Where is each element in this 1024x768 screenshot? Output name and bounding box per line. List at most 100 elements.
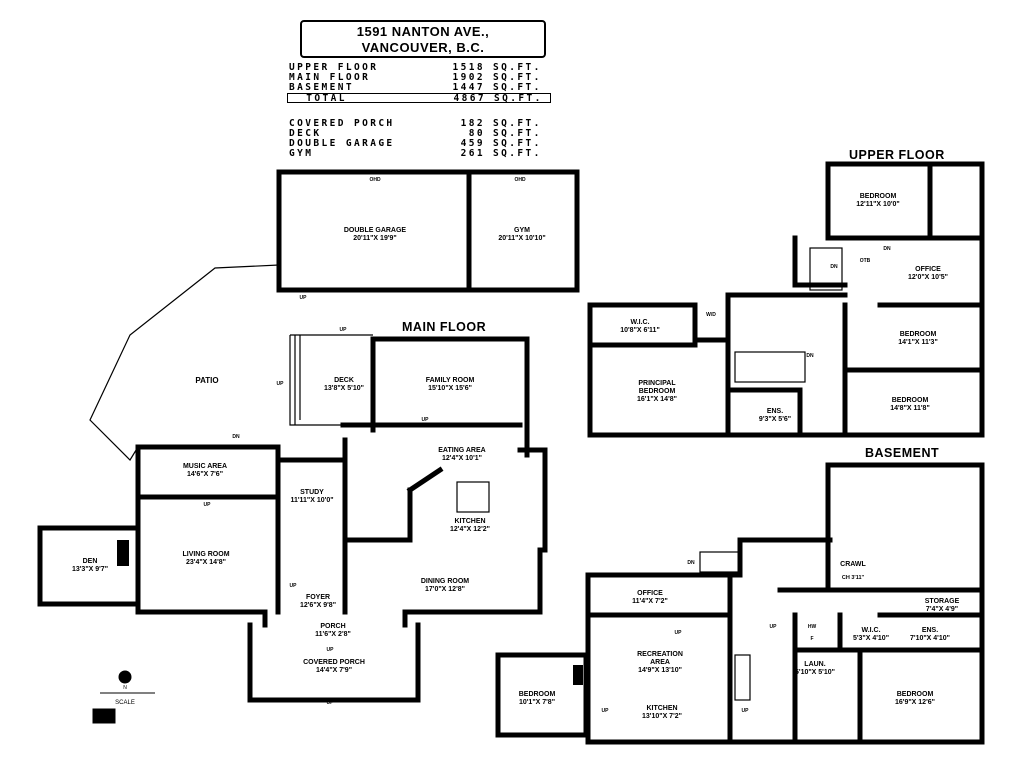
tag-up-basement4: UP [742,708,750,714]
room-covered-porch-name: COVERED PORCH [303,659,365,666]
room-porch-dims: 11'6"X 2'8" [315,631,351,638]
room-eating-dims: 12'4"X 10'1" [442,455,482,462]
tag-up-basement2: UP [770,624,778,630]
room-laundry-dims: 5'10"X 5'10" [795,669,835,676]
room-covered-porch-dims: 14'4"X 7'9" [316,667,352,674]
room-storage-name: STORAGE [925,598,960,605]
north-label: N [123,685,127,691]
room-laundry-name: LAUN. [804,661,825,668]
room-upper-bedroom3-dims: 14'8"X 11'8" [890,405,930,412]
room-basement-kitchen-dims: 13'10"X 7'2" [642,713,682,720]
room-upper-ens-dims: 9'3"X 5'6" [759,416,791,423]
main-floor-label: MAIN FLOOR [402,320,487,334]
room-principal-dims: 16'1"X 14'8" [637,396,677,403]
upper-floor-walls [587,161,985,438]
room-study-dims: 11'11"X 10'0" [290,497,333,504]
tag-f: F [810,636,813,642]
room-den-name: DEN [83,558,98,565]
room-garage-dims: 20'11"X 19'9" [353,235,396,242]
compass-scale: N SCALE [92,670,155,724]
tag-up-patio: UP [277,381,285,387]
room-basement-ens-dims: 7'10"X 4'10" [910,635,950,642]
upper-floor-label: UPPER FLOOR [849,148,945,162]
room-upper-wic-dims: 10'8"X 6'11" [620,327,660,334]
tag-up-porch: UP [327,647,335,653]
tag-dn-upper3: DN [806,353,814,359]
basement-walls [495,462,985,745]
room-upper-wic-name: W.I.C. [630,319,649,326]
room-recreation-dims: 14'9"X 13'10" [638,667,682,674]
room-gym-dims: 20'11"X 10'10" [498,235,545,242]
fireplace-den [117,540,129,566]
tag-ohd-gym: OHD [514,177,526,183]
room-deck-dims: 13'8"X 5'10" [324,385,364,392]
address-line-2: VANCOUVER, B.C. [361,40,485,55]
room-basement-bedroom2-name: BEDROOM [897,691,934,698]
tag-dn-patio: DN [232,434,240,440]
room-upper-bedroom1-dims: 12'11"X 10'0" [856,201,899,208]
room-kitchen-name: KITCHEN [454,518,485,525]
room-basement-bedroom1-name: BEDROOM [519,691,556,698]
room-basement-wic-dims: 5'3"X 4'10" [853,635,889,642]
fireplace-basement [573,665,583,685]
room-basement-bedroom1-dims: 10'1"X 7'8" [519,699,555,706]
room-basement-office-name: OFFICE [637,590,663,597]
room-recreation-name2: AREA [650,659,670,666]
room-basement-bedroom2-dims: 16'9"X 12'6" [895,699,935,706]
garage-walls [276,169,580,293]
room-crawl-dims: CH 3'11" [842,575,865,581]
room-basement-wic-name: W.I.C. [861,627,880,634]
scale-label: SCALE [115,700,135,706]
room-eating-name: EATING AREA [438,447,485,454]
room-patio-name: PATIO [195,376,218,385]
room-upper-office-dims: 12'0"X 10'5" [908,274,948,281]
room-living-dims: 23'4"X 14'8" [186,559,226,566]
room-basement-office-dims: 11'4"X 7'2" [632,598,668,605]
room-garage-name: DOUBLE GARAGE [344,227,407,234]
tag-hw: HW [808,624,817,630]
tag-ohd-garage: OHD [369,177,381,183]
room-basement-ens-name: ENS. [922,627,938,634]
tag-up-deck: UP [340,327,348,333]
room-basement-kitchen-name: KITCHEN [646,705,677,712]
tag-dn-basement: DN [687,560,695,566]
tag-otb: OTB [860,258,871,264]
room-upper-bedroom1-name: BEDROOM [860,193,897,200]
tag-up-basement3: UP [602,708,610,714]
room-family-name: FAMILY ROOM [426,377,475,384]
room-gym-name: GYM [514,227,530,234]
room-den-dims: 13'3"X 9'7" [72,566,108,573]
room-study-name: STUDY [300,489,324,496]
room-foyer-dims: 12'6"X 9'8" [300,602,336,609]
room-music-dims: 14'6"X 7'6" [187,471,223,478]
room-upper-bedroom2-name: BEDROOM [900,331,937,338]
room-dining-dims: 17'0"X 12'8" [425,586,465,593]
room-family-dims: 15'10"X 15'6" [428,385,472,392]
room-principal-name: PRINCIPAL [638,380,676,387]
tag-dn-upper: DN [883,246,891,252]
room-storage-dims: 7'4"X 4'9" [926,606,958,613]
main-floor-walls [37,336,548,703]
tag-up-covered-porch: UP [327,700,335,706]
room-upper-office-name: OFFICE [915,266,941,273]
tag-up-garage: UP [300,295,308,301]
tag-dn-upper2: DN [830,264,838,270]
tag-up-foyer: UP [290,583,298,589]
room-music-name: MUSIC AREA [183,463,227,470]
room-deck-name: DECK [334,377,354,384]
room-porch-name: PORCH [320,623,345,630]
room-principal-name2: BEDROOM [639,388,676,395]
room-foyer-name: FOYER [306,594,330,601]
room-crawl-name: CRAWL [840,561,866,568]
room-recreation-name: RECREATION [637,651,683,658]
room-upper-bedroom3-name: BEDROOM [892,397,929,404]
